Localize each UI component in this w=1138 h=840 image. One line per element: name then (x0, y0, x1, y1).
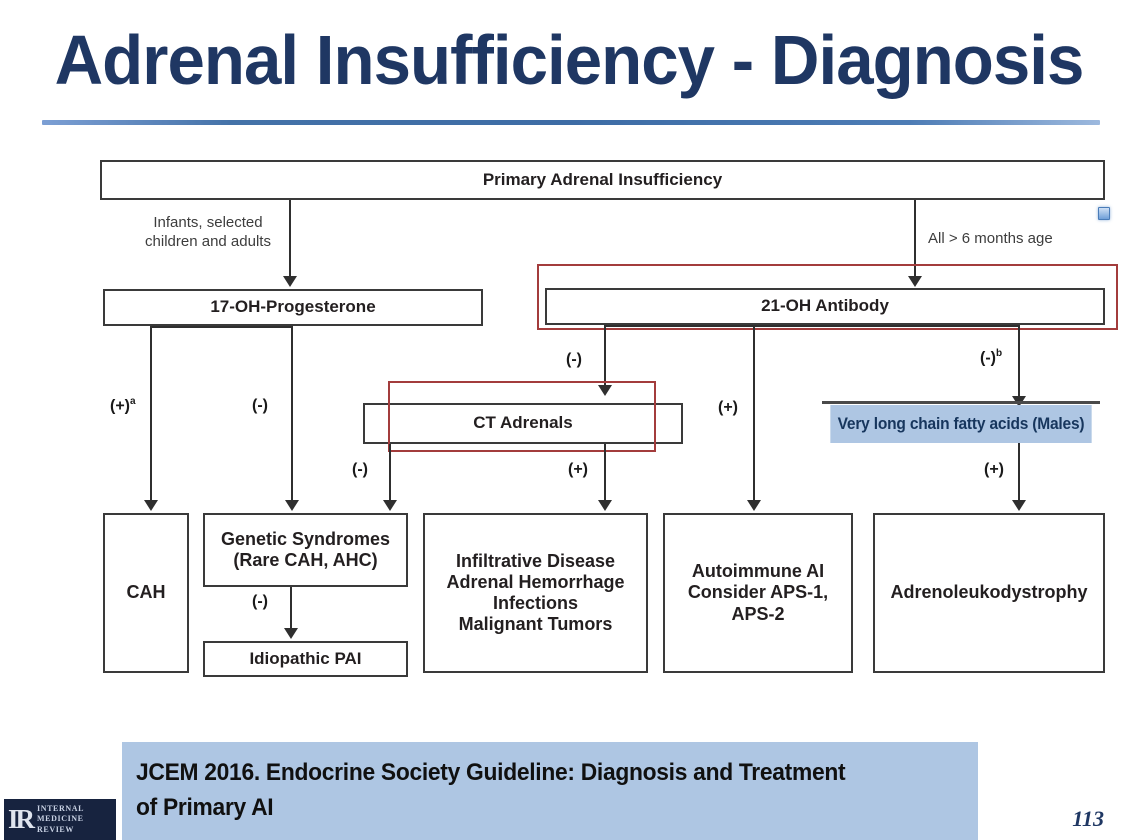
imr-line-3: REVIEW (37, 824, 74, 834)
arrowhead-to-progesterone (283, 276, 297, 287)
citation-text: JCEM 2016. Endocrine Society Guideline: … (136, 759, 846, 821)
edge-label-antibody-positive: (+) (718, 399, 738, 416)
arrowhead-to-cah (144, 500, 158, 511)
edge-antibody-to-autoimmune (753, 325, 755, 504)
node-adrenoleukodystrophy[interactable]: Adrenoleukodystrophy (873, 513, 1105, 673)
arrowhead-to-ct-adrenals (598, 385, 612, 396)
arrowhead-to-idiopathic-pai (284, 628, 298, 639)
edge-label-ct-positive: (+) (568, 461, 588, 478)
branch-note-right: All > 6 months age (928, 230, 1053, 247)
vlcfa-top-rule (822, 401, 1100, 404)
edge-label-ct-negative: (-) (352, 461, 368, 478)
edge-antibody-to-ct (604, 325, 606, 389)
arrowhead-ct-positive (598, 500, 612, 511)
edge-label-prog-positive-text: (+) (110, 397, 130, 415)
arrowhead-to-antibody (908, 276, 922, 287)
selection-handle[interactable] (1098, 207, 1110, 220)
imr-line-2: MEDICINE (37, 814, 84, 824)
node-autoimmune-ai[interactable]: Autoimmune AI Consider APS-1, APS-2 (663, 513, 853, 673)
citation-callout: JCEM 2016. Endocrine Society Guideline: … (122, 742, 978, 840)
arrowhead-ct-negative (383, 500, 397, 511)
node-17-oh-progesterone[interactable]: 17-OH-Progesterone (103, 289, 483, 326)
edge-vlcfa-positive (1018, 443, 1020, 504)
node-infiltrative-disease[interactable]: Infiltrative Disease Adrenal Hemorrhage … (423, 513, 648, 673)
edge-prog-to-genetic (291, 326, 293, 504)
edge-root-right-stem (914, 200, 916, 280)
arrowhead-to-genetic-syndromes (285, 500, 299, 511)
edge-ct-positive (604, 444, 606, 504)
edge-label-prog-positive: (+)a (110, 396, 136, 415)
title-divider (42, 120, 1100, 125)
node-genetic-syndromes[interactable]: Genetic Syndromes (Rare CAH, AHC) (203, 513, 408, 587)
edge-label-vlcfa-negative-sup: b (995, 348, 1003, 359)
imr-monogram: IR (8, 804, 35, 834)
edge-prog-bus (150, 326, 292, 328)
page-number: 113 (1072, 806, 1104, 831)
node-cah[interactable]: CAH (103, 513, 189, 673)
node-ct-adrenals[interactable]: CT Adrenals (363, 403, 683, 444)
internal-medicine-review-logo: IR INTERNAL MEDICINE REVIEW (4, 799, 116, 840)
edge-label-vlcfa-negative: (-)b (980, 348, 1002, 367)
edge-label-vlcfa-positive: (+) (984, 461, 1004, 478)
edge-label-prog-positive-sup: a (130, 396, 136, 407)
node-very-long-chain-fatty-acids[interactable]: Very long chain fatty acids (Males) (830, 405, 1092, 443)
page-title: Adrenal Insufficiency - Diagnosis (54, 21, 1085, 99)
edge-label-genetic-negative: (-) (252, 593, 268, 610)
edge-label-prog-negative: (-) (252, 397, 268, 414)
branch-note-left: Infants, selected children and adults (145, 214, 271, 250)
edge-antibody-to-vlcfa (1018, 325, 1020, 403)
imr-line-1: INTERNAL (37, 803, 85, 813)
edge-prog-to-cah (150, 326, 152, 504)
node-primary-adrenal-insufficiency[interactable]: Primary Adrenal Insufficiency (100, 160, 1105, 200)
edge-root-left-stem (289, 200, 291, 280)
edge-antibody-bus (604, 325, 1019, 327)
node-21-oh-antibody[interactable]: 21-OH Antibody (545, 288, 1105, 325)
arrowhead-vlcfa-positive (1012, 500, 1026, 511)
edge-label-vlcfa-negative-text: (-) (980, 349, 996, 367)
arrowhead-to-autoimmune (747, 500, 761, 511)
edge-ct-negative (389, 444, 391, 504)
imr-wordmark: INTERNAL MEDICINE REVIEW (37, 804, 84, 836)
edge-label-antibody-negative: (-) (566, 351, 582, 368)
edge-genetic-to-idiopathic (290, 587, 292, 633)
node-idiopathic-pai[interactable]: Idiopathic PAI (203, 641, 408, 677)
